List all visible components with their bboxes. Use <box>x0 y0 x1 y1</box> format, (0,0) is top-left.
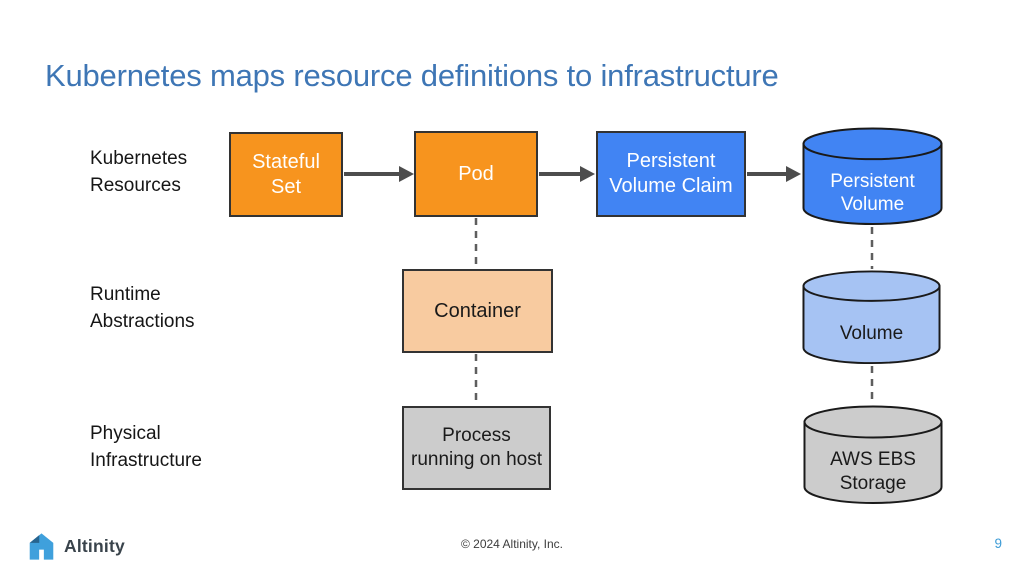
aws-ebs-storage-cylinder: AWS EBS Storage <box>803 405 943 505</box>
aws-ebs-storage-label: AWS EBS Storage <box>830 449 916 494</box>
stateful-set-box: Stateful Set <box>229 132 343 217</box>
cylinder-shape-icon <box>803 405 943 504</box>
persistent-volume-claim-box: Persistent Volume Claim <box>596 131 746 217</box>
process-label: Process running on host <box>411 425 542 470</box>
row-label-runtime-abstractions: Runtime Abstractions <box>90 284 195 332</box>
row-label-kubernetes-resources: Kubernetes Resources <box>90 148 188 196</box>
process-box: Process running on host <box>402 406 551 490</box>
container-box: Container <box>402 269 553 353</box>
persistent-volume-claim-label: Persistent Volume Claim <box>609 150 733 197</box>
row-label-physical-infrastructure: Physical Infrastructure <box>90 423 202 471</box>
arrow-pvc-to-pv <box>747 166 801 182</box>
pod-box: Pod <box>414 131 538 217</box>
container-label: Container <box>434 299 521 322</box>
arrow-pod-to-pvc <box>539 166 595 182</box>
volume-cylinder: Volume <box>802 270 941 365</box>
altinity-logo-text: Altinity <box>64 536 125 556</box>
cylinder-shape-icon <box>802 270 941 365</box>
cylinder-shape-icon <box>802 127 943 226</box>
altinity-logo: Altinity <box>27 531 125 562</box>
pod-label: Pod <box>458 162 494 185</box>
persistent-volume-label: Persistent Volume <box>830 170 915 216</box>
volume-label: Volume <box>839 322 904 344</box>
stateful-set-label: Stateful Set <box>252 150 320 198</box>
page-number: 9 <box>994 536 1002 551</box>
arrow-statefulset-to-pod <box>344 166 414 182</box>
persistent-volume-cylinder: Persistent Volume <box>802 127 943 226</box>
copyright-text: © 2024 Altinity, Inc. <box>460 537 563 551</box>
altinity-logo-icon <box>29 533 54 560</box>
slide-title: Kubernetes maps resource definitions to … <box>45 58 779 93</box>
